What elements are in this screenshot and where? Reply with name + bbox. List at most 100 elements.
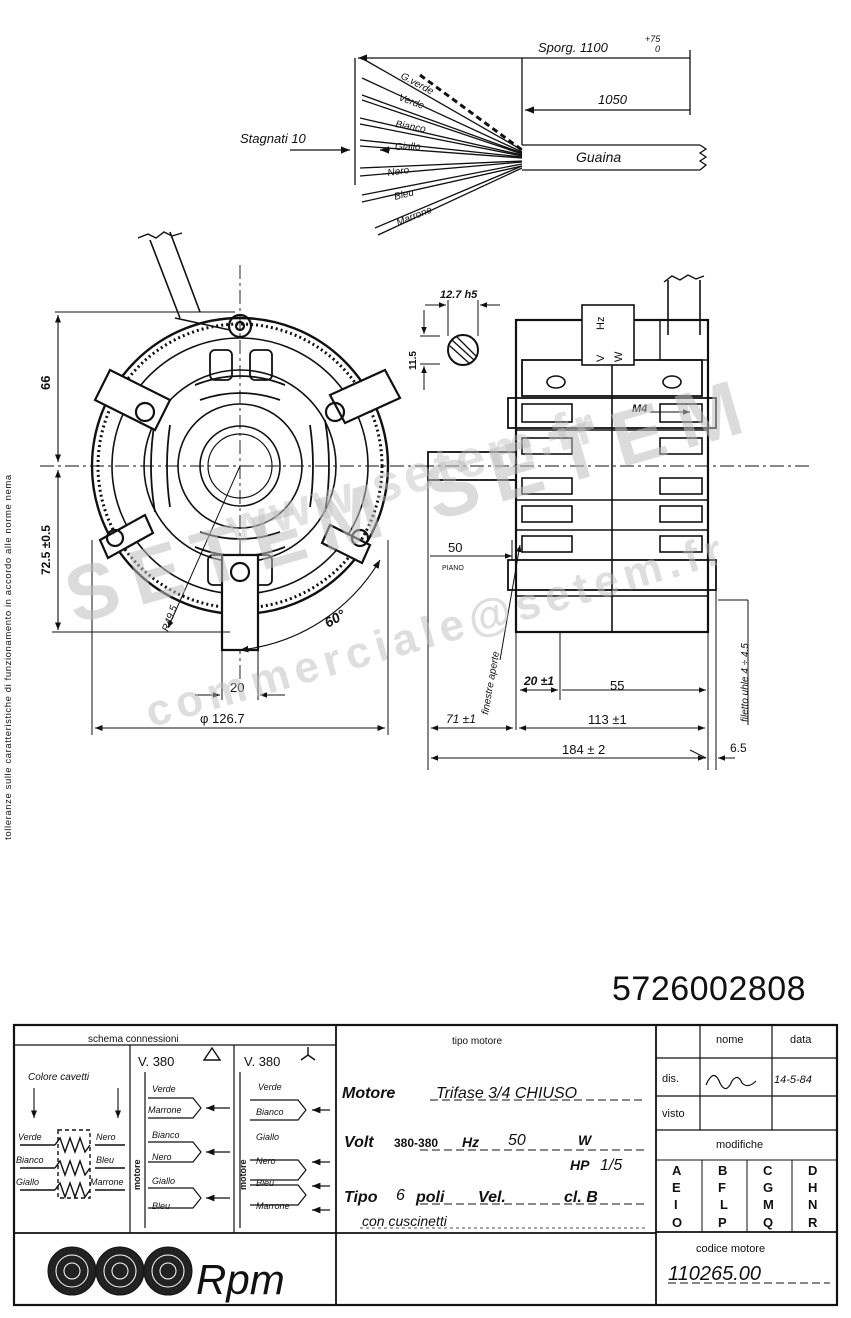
shaft-dim: 12.7 h5 (440, 289, 478, 301)
w-label: W (613, 351, 625, 362)
dim-113: 113 ±1 (588, 712, 627, 727)
line3-e: cl. B (564, 1189, 598, 1206)
dis-label: dis. (662, 1073, 679, 1085)
title-block-frame (12, 1023, 839, 1307)
line2-b: 380-380 (394, 1136, 438, 1150)
motore-vertical-2: motore (238, 1159, 248, 1190)
dim-1050: 1050 (598, 92, 628, 107)
mod-letter: I (674, 1197, 678, 1212)
labels: Sporg. 1100 +75 0 1050 Stagnati 10 Guain… (16, 34, 818, 1303)
delta-wire: Marrone (148, 1105, 182, 1115)
pair-right: Nero (96, 1132, 116, 1142)
colore-cavetti: Colore cavetti (28, 1072, 90, 1083)
mod-letter: B (718, 1163, 727, 1178)
motor-side-view (420, 274, 810, 770)
mod-letter: D (808, 1163, 817, 1178)
schema-header: schema connessioni (88, 1034, 179, 1045)
line1-b: Trifase 3/4 CHIUSO (436, 1085, 577, 1102)
v-label: V (595, 354, 607, 362)
stagnati-label: Stagnati 10 (240, 131, 307, 146)
mod-letter: O (672, 1215, 682, 1230)
star-label: V. 380 (244, 1054, 280, 1069)
motor-front-view (40, 231, 420, 735)
star-wire: Nero (256, 1156, 276, 1166)
line1-a: Motore (342, 1085, 395, 1102)
dim-72-5: 72.5 ±0.5 (39, 525, 53, 575)
dim-20-side: 20 ±1 (523, 674, 554, 688)
line2-c: Hz (462, 1134, 479, 1150)
star-wire: Verde (258, 1082, 282, 1092)
star-wire: Giallo (256, 1132, 279, 1142)
mod-letter: R (808, 1215, 818, 1230)
dis-date: 14-5-84 (774, 1074, 812, 1086)
brand-name: Rpm (196, 1256, 285, 1303)
brand-logo (47, 1246, 193, 1296)
mod-letter: C (763, 1163, 773, 1178)
flat-dim: 11.5 (408, 351, 419, 370)
line3-a: Tipo (344, 1189, 378, 1206)
pair-right: Marrone (90, 1177, 124, 1187)
wire-label: Bianco (394, 119, 426, 135)
codice-value: 110265.00 (668, 1263, 761, 1285)
line2-a: Volt (344, 1134, 374, 1151)
mod-letter: M (763, 1197, 774, 1212)
line3-c: poli (415, 1189, 445, 1206)
delta-wire: Verde (152, 1084, 176, 1094)
dim-20: 20 (230, 680, 244, 695)
wire-label: Nero (387, 165, 410, 179)
delta-wire: Nero (152, 1152, 172, 1162)
dim-66: 66 (38, 376, 53, 390)
pair-left: Giallo (16, 1177, 39, 1187)
pair-left: Bianco (16, 1155, 44, 1165)
dim-6-5: 6.5 (730, 741, 747, 755)
tipo-header: tipo motore (452, 1036, 502, 1047)
visto-label: visto (662, 1108, 685, 1120)
line2-d: 50 (508, 1132, 526, 1149)
mod-letter: F (718, 1180, 726, 1195)
mod-letter: G (763, 1180, 773, 1195)
dim-71: 71 ±1 (446, 712, 476, 726)
m4-label: M4 (632, 403, 647, 415)
mod-letter: L (720, 1197, 728, 1212)
diameter-label: φ 126.7 (200, 711, 245, 726)
pair-left: Verde (18, 1132, 42, 1142)
wire-label: Giallo (395, 142, 421, 153)
codice-header: codice motore (696, 1243, 765, 1255)
line2-f: HP (570, 1157, 590, 1173)
sporg-tol-top: +75 (645, 34, 661, 44)
mod-letter: A (672, 1163, 682, 1178)
sporg-label: Sporg. 1100 (538, 40, 609, 55)
star-wire: Bianco (256, 1107, 284, 1117)
hz-label: Hz (595, 317, 607, 330)
delta-label: V. 380 (138, 1054, 174, 1069)
line3-b: 6 (396, 1187, 405, 1204)
angle-label: 60° (322, 606, 349, 631)
wire-label: Bleu (393, 187, 416, 203)
mod-letter: Q (763, 1215, 773, 1230)
modifiche-header: modifiche (716, 1139, 763, 1151)
finestre-label: finestre aperte (480, 650, 502, 715)
mod-letter: H (808, 1180, 817, 1195)
delta-wire: Giallo (152, 1176, 175, 1186)
line3-d: Vel. (478, 1189, 506, 1206)
star-wire: Marrone (256, 1201, 290, 1211)
piano-label: PIANO (442, 565, 464, 572)
dim-184: 184 ± 2 (562, 742, 605, 757)
dim-55: 55 (610, 678, 624, 693)
star-wire: Bleu (256, 1178, 274, 1188)
data-header: data (790, 1034, 812, 1046)
wire-label: Marrone (395, 204, 434, 228)
mod-letter: E (672, 1180, 681, 1195)
dim-50: 50 (448, 540, 462, 555)
nome-header: nome (716, 1034, 744, 1046)
pair-right: Bleu (96, 1155, 114, 1165)
motore-vertical-1: motore (132, 1159, 142, 1190)
cable-detail (290, 50, 708, 236)
delta-wire: Bleu (152, 1201, 170, 1211)
line2-g: 1/5 (600, 1157, 622, 1174)
filetto-label: filetto uhle 4 ÷ 4.5 (740, 643, 751, 722)
part-number: 5726002808 (612, 970, 807, 1008)
mod-letter: P (718, 1215, 727, 1230)
delta-wire: Bianco (152, 1130, 180, 1140)
